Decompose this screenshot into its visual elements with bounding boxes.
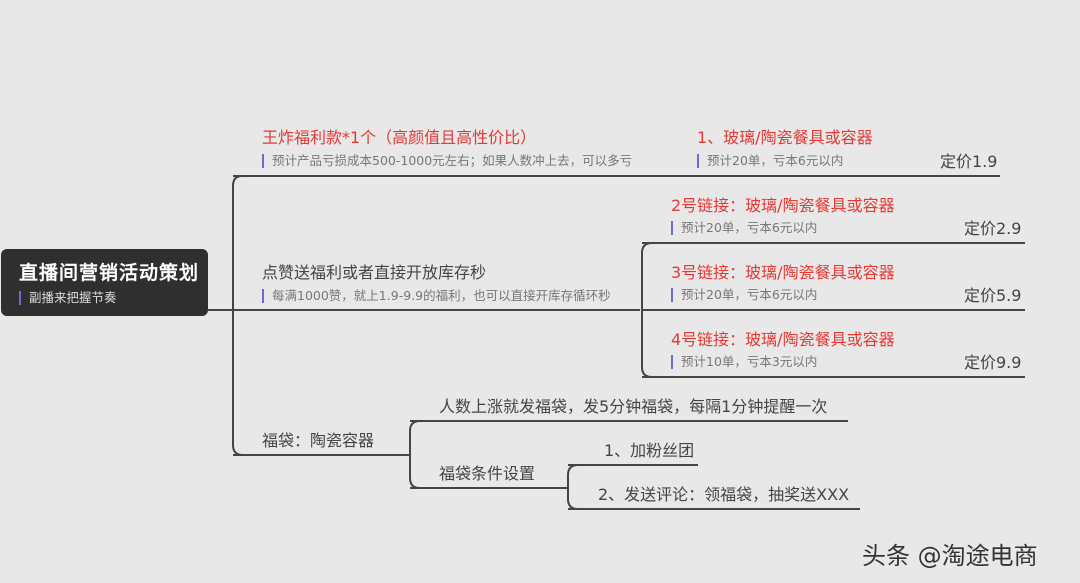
branch2-label[interactable]: 点赞送福利或者直接开放库存秒 <box>262 263 487 282</box>
branch1-note: 预计产品亏损成本500-1000元左右；如果人数冲上去，可以多亏 <box>262 154 632 168</box>
branch2-child-2-price: 定价5.9 <box>964 286 1022 305</box>
branch2-note: 每满1000赞，就上1.9-9.9的福利，也可以直接开库存循环秒 <box>262 289 611 303</box>
branch1-child-label[interactable]: 1、玻璃/陶瓷餐具或容器 <box>697 128 873 147</box>
branch2-child-1-price: 定价2.9 <box>964 219 1022 238</box>
branch2-child-3-price: 定价9.9 <box>964 353 1022 372</box>
branch2-child-3-note: 预计10单，亏本3元以内 <box>671 355 817 369</box>
branch2-child-1-label[interactable]: 2号链接：玻璃/陶瓷餐具或容器 <box>671 196 895 215</box>
root-node[interactable]: 直播间营销活动策划 副播来把握节奏 <box>1 249 208 316</box>
root-title: 直播间营销活动策划 <box>19 262 200 284</box>
watermark: 头条 @淘途电商 <box>862 542 1038 570</box>
branch1-child-note: 预计20单，亏本6元以内 <box>697 154 843 168</box>
branch2-child-2-label[interactable]: 3号链接：玻璃/陶瓷餐具或容器 <box>671 263 895 282</box>
root-subtitle: 副播来把握节奏 <box>19 291 208 305</box>
branch1-label[interactable]: 王炸福利款*1个（高颜值且高性价比） <box>262 128 537 147</box>
branch3-child2-label[interactable]: 福袋条件设置 <box>439 464 536 483</box>
branch2-child-3-label[interactable]: 4号链接：玻璃/陶瓷餐具或容器 <box>671 330 895 349</box>
branch1-child-price: 定价1.9 <box>940 152 998 171</box>
branch3-child1-label[interactable]: 人数上涨就发福袋，发5分钟福袋，每隔1分钟提醒一次 <box>439 397 828 416</box>
branch3-label[interactable]: 福袋：陶瓷容器 <box>262 431 375 450</box>
branch2-child-2-note: 预计20单，亏本6元以内 <box>671 288 817 302</box>
branch2-child-1-note: 预计20单，亏本6元以内 <box>671 221 817 235</box>
branch3-item-1[interactable]: 1、加粉丝团 <box>604 441 695 460</box>
branch3-item-2[interactable]: 2、发送评论：领福袋，抽奖送XXX <box>598 485 850 504</box>
